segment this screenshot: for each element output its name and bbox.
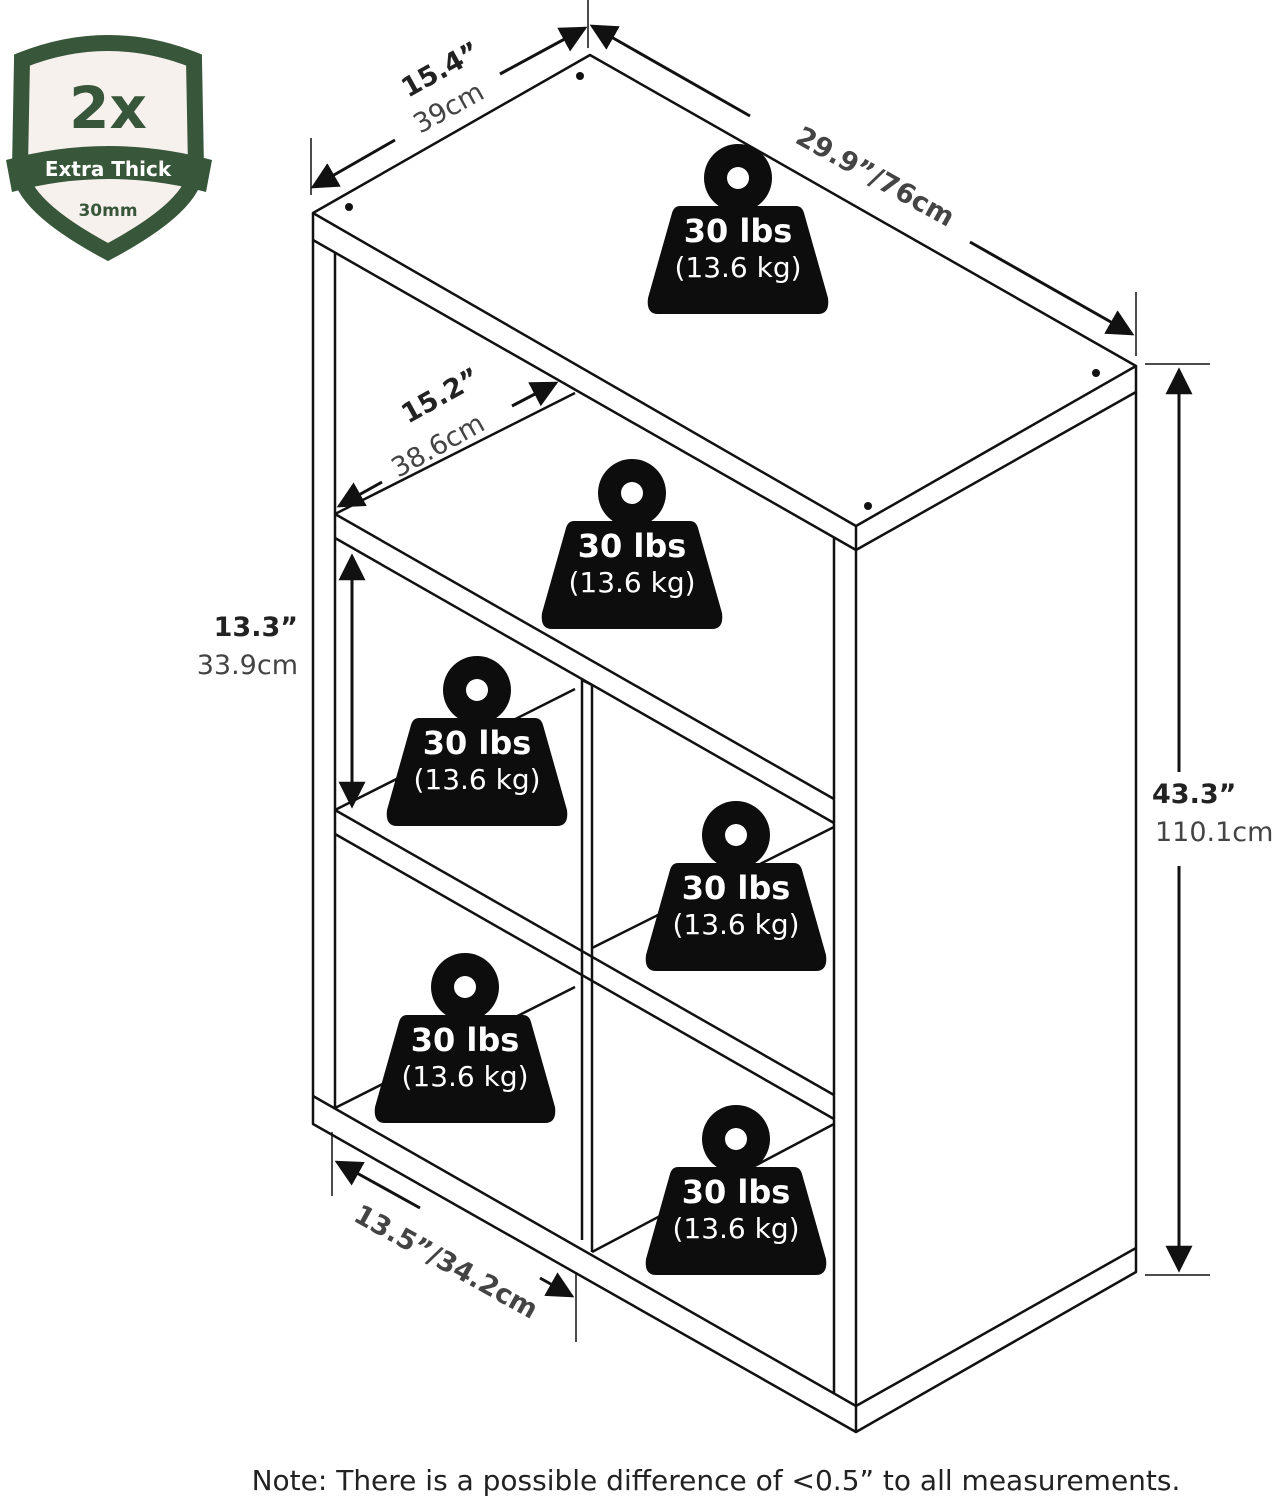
extra-thick-badge: 2x Extra Thick 30mm <box>6 35 212 262</box>
weight-kg: (13.6 kg) <box>674 251 801 284</box>
screw-holes <box>345 72 1100 510</box>
weight-lbs: 30 lbs <box>578 527 687 565</box>
weight-lbs: 30 lbs <box>682 1173 791 1211</box>
weight-kg: (13.6 kg) <box>568 566 695 599</box>
weight-capacity-top: 30 lbs (13.6 kg) <box>647 144 829 314</box>
weight-lbs: 30 lbs <box>682 869 791 907</box>
weight-lbs: 30 lbs <box>684 212 793 250</box>
measurement-note: Note: There is a possible difference of … <box>252 1464 1181 1497</box>
dimension-lines <box>310 0 1210 1342</box>
weight-kg: (13.6 kg) <box>672 1212 799 1245</box>
badge-ribbon-text: Extra Thick <box>45 157 172 181</box>
cube-height-cm-label: 33.9cm <box>197 650 298 681</box>
weight-capacity-middle-left: 30 lbs (13.6 kg) <box>386 656 568 826</box>
inner-depth-cm-label: 38.6cm <box>386 408 490 484</box>
weight-kg: (13.6 kg) <box>401 1060 528 1093</box>
weight-capacity-middle-right: 30 lbs (13.6 kg) <box>645 801 827 971</box>
weight-capacity-bottom-right: 30 lbs (13.6 kg) <box>645 1105 827 1275</box>
badge-ribbon <box>6 146 212 192</box>
cube-width-label: 13.5”/34.2cm <box>349 1199 543 1325</box>
total-height-inch-label: 43.3” <box>1152 779 1236 810</box>
weight-kg: (13.6 kg) <box>413 763 540 796</box>
total-height-cm-label: 110.1cm <box>1155 817 1273 848</box>
badge-small-text: 30mm <box>78 201 137 221</box>
weight-capacity-bottom-left: 30 lbs (13.6 kg) <box>374 953 556 1123</box>
weight-kg: (13.6 kg) <box>672 908 799 941</box>
weight-capacity-upper-shelf: 30 lbs (13.6 kg) <box>541 459 723 629</box>
badge-big-text: 2x <box>69 74 147 142</box>
weight-lbs: 30 lbs <box>423 724 532 762</box>
cube-height-inch-label: 13.3” <box>214 612 298 643</box>
weight-lbs: 30 lbs <box>411 1021 520 1059</box>
